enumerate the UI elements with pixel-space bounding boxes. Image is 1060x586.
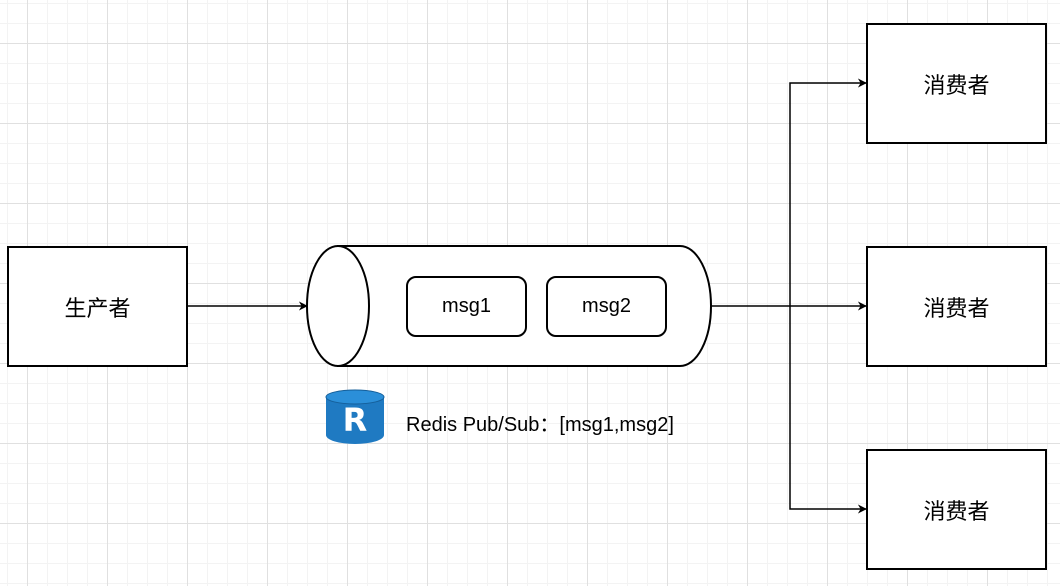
queue-to-consumer-1-arrow	[789, 78, 867, 306]
redis-logo-icon: R	[325, 389, 385, 444]
queue-message-1[interactable]: msg1	[406, 276, 527, 337]
redis-logo-letter: R	[343, 401, 368, 439]
consumer-node-2[interactable]: 消费者	[866, 246, 1047, 367]
producer-node[interactable]: 生产者	[7, 246, 188, 367]
consumer-node-3[interactable]: 消费者	[866, 449, 1047, 570]
consumer-3-label: 消费者	[923, 499, 990, 525]
queue-message-2[interactable]: msg2	[546, 276, 667, 337]
queue-to-consumer-3-arrow	[789, 306, 867, 514]
queue-message-1-label: msg1	[442, 295, 491, 317]
queue-caption-text: Redis Pub/Sub：[msg1,msg2]	[406, 414, 674, 436]
consumer-2-label: 消费者	[923, 296, 990, 322]
consumer-node-1[interactable]: 消费者	[866, 23, 1047, 144]
queue-message-2-label: msg2	[582, 295, 631, 317]
consumer-1-label: 消费者	[923, 73, 990, 99]
queue-caption: Redis Pub/Sub：[msg1,msg2]	[406, 408, 674, 437]
producer-label: 生产者	[64, 296, 131, 322]
